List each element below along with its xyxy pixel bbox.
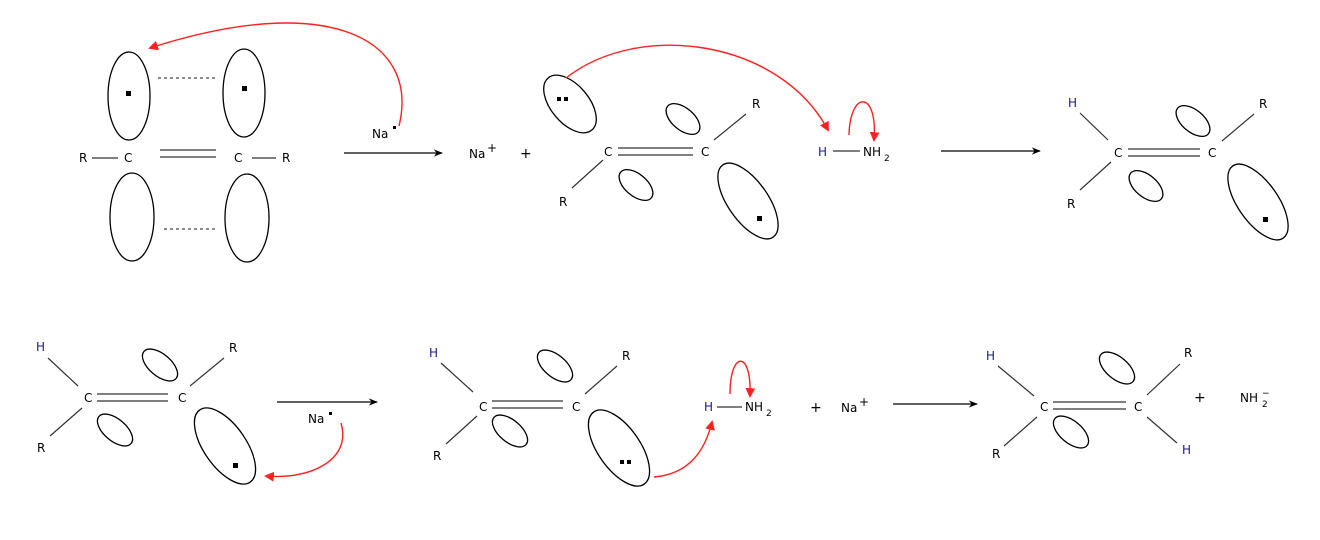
radical-orbital xyxy=(193,407,257,485)
svg-text:R: R xyxy=(622,349,630,363)
sodium-cation: Na + xyxy=(841,395,869,415)
radical-orbital xyxy=(1227,163,1289,241)
amide-anion: NH 2 − xyxy=(1240,389,1270,410)
svg-text:NH: NH xyxy=(745,400,763,414)
svg-text:R: R xyxy=(433,449,441,463)
pi-orbital xyxy=(491,414,529,448)
carbon-label: C xyxy=(124,151,132,165)
bond-cleavage-arrow xyxy=(848,101,880,142)
svg-text:R: R xyxy=(752,97,760,111)
pi-orbital xyxy=(665,102,701,136)
plus-sign: + xyxy=(810,400,822,416)
radical-orbital xyxy=(717,162,779,240)
svg-text:R: R xyxy=(992,447,1000,461)
orbital-bottom-left xyxy=(109,172,155,262)
svg-text:H: H xyxy=(818,145,827,159)
svg-text:C: C xyxy=(1040,400,1048,414)
ammonia: H NH 2 xyxy=(818,145,890,164)
svg-text:R: R xyxy=(1259,97,1267,111)
ammonia: H NH 2 xyxy=(704,400,772,419)
sodium-radical: Na xyxy=(372,126,396,141)
pi-orbital xyxy=(618,168,654,202)
electron-transfer-arrow xyxy=(264,422,344,482)
lone-pair-orbital xyxy=(587,409,651,487)
svg-text:R: R xyxy=(1067,197,1075,211)
svg-text:R: R xyxy=(229,341,237,355)
svg-text:C: C xyxy=(1114,146,1122,160)
electron-transfer-arrow xyxy=(148,22,403,127)
pi-orbital xyxy=(1052,415,1090,449)
svg-text:C: C xyxy=(604,145,612,159)
pi-orbital xyxy=(1175,104,1211,138)
radical-anion: C C R R xyxy=(543,74,779,240)
r-label: R xyxy=(282,151,290,165)
radical-dot xyxy=(242,86,247,91)
svg-text:C: C xyxy=(572,400,580,414)
svg-text:Na: Na xyxy=(841,401,857,415)
svg-text:+: + xyxy=(859,395,869,409)
svg-text:NH: NH xyxy=(1240,391,1258,405)
plus-sign: + xyxy=(1194,390,1206,406)
svg-text:H: H xyxy=(986,349,995,363)
svg-text:H: H xyxy=(1182,443,1191,457)
vinyl-anion: H C C R R xyxy=(429,346,651,487)
svg-text:R: R xyxy=(1184,346,1192,360)
svg-text:C: C xyxy=(701,145,709,159)
svg-text:2: 2 xyxy=(766,409,772,419)
alkyne-p-orbitals: R C C R xyxy=(79,48,290,263)
svg-text:C: C xyxy=(1208,146,1216,160)
svg-text:R: R xyxy=(37,441,45,455)
svg-text:H: H xyxy=(36,340,45,354)
lone-pair-orbital xyxy=(543,74,597,134)
svg-text:C: C xyxy=(1134,400,1142,414)
r-label: R xyxy=(79,151,87,165)
bond-cleavage-arrow xyxy=(729,360,756,398)
pi-orbital xyxy=(536,349,574,383)
pi-orbital xyxy=(1098,351,1136,385)
vinyl-radical-2: H C C R R xyxy=(36,340,257,485)
svg-text:−: − xyxy=(1262,389,1270,399)
pi-orbital xyxy=(141,348,179,382)
svg-text:H: H xyxy=(429,346,438,360)
sodium-cation: Na + xyxy=(469,141,497,161)
svg-text:Na: Na xyxy=(308,412,324,426)
electron-pair-arrow xyxy=(565,44,829,132)
pi-orbital xyxy=(96,413,134,447)
svg-text:H: H xyxy=(704,400,713,414)
orbital-top-right xyxy=(222,48,266,138)
plus-sign: + xyxy=(520,146,532,162)
radical-dot xyxy=(126,91,131,96)
vinyl-radical: H C C R R xyxy=(1067,96,1289,241)
svg-text:2: 2 xyxy=(884,154,890,164)
sodium-radical: Na xyxy=(308,412,332,426)
pi-orbital xyxy=(1128,169,1164,203)
svg-text:C: C xyxy=(84,391,92,405)
electron-pair-arrow xyxy=(653,420,715,478)
svg-text:2: 2 xyxy=(1262,400,1268,410)
svg-text:H: H xyxy=(1068,96,1077,110)
svg-text:NH: NH xyxy=(863,145,881,159)
svg-text:R: R xyxy=(559,195,567,209)
svg-text:Na: Na xyxy=(469,147,485,161)
orbital-top-left xyxy=(107,51,151,141)
orbital-bottom-right xyxy=(224,173,270,263)
svg-text:C: C xyxy=(178,391,186,405)
svg-text:Na: Na xyxy=(372,127,388,141)
trans-alkene: H C C R H R xyxy=(986,346,1192,461)
carbon-label: C xyxy=(234,151,242,165)
svg-text:C: C xyxy=(479,400,487,414)
svg-text:+: + xyxy=(487,141,497,155)
